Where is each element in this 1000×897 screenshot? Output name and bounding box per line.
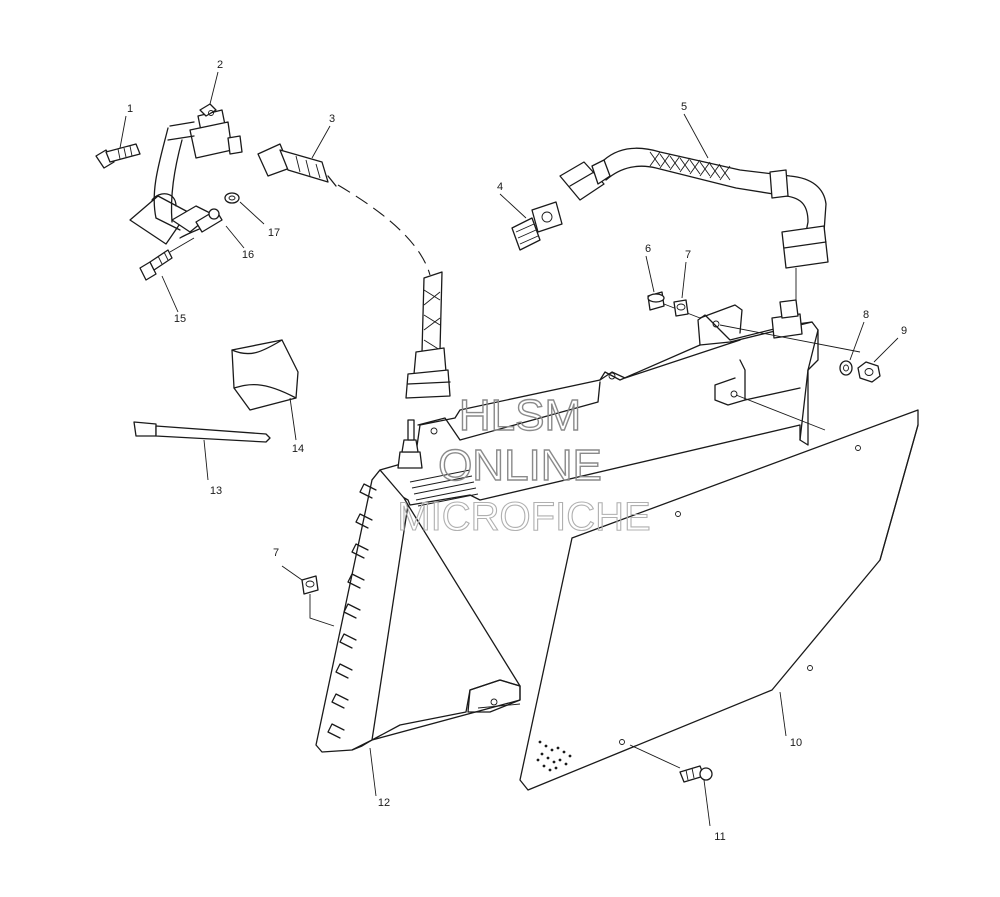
- bolt-part-1: [95, 143, 141, 169]
- callout-13: 13: [210, 485, 222, 497]
- grommet-part-6: [647, 291, 665, 311]
- washer-part-8: [839, 360, 853, 376]
- braided-hose-part-5: [559, 147, 829, 269]
- watermark-line-3: MICROFICHE: [397, 495, 650, 539]
- callout-3: 3: [329, 113, 335, 125]
- callout-6: 6: [645, 243, 651, 255]
- watermark: HLSM ONLINE MICROFICHE: [397, 390, 651, 539]
- callout-4: 4: [497, 181, 503, 193]
- callout-leaders: [119, 71, 899, 827]
- hose-dash-line: [337, 184, 431, 276]
- bolt-part-15: [139, 249, 173, 281]
- callout-14: 14: [292, 443, 304, 455]
- hose-lower-section: [405, 271, 451, 399]
- callout-7-lower: 7: [273, 547, 279, 559]
- callout-7-top: 7: [685, 249, 691, 261]
- callout-2: 2: [217, 59, 223, 71]
- callout-12: 12: [378, 797, 390, 809]
- callout-17: 17: [268, 227, 280, 239]
- radiator-fins: [327, 483, 377, 739]
- decal-dots: [536, 740, 572, 772]
- callout-9: 9: [901, 325, 907, 337]
- callout-numbers: 1 2 3 4 5 6 7 8 9 10 11 12 13 14 15 16 1…: [127, 59, 907, 843]
- watermark-line-1: HLSM: [459, 391, 581, 440]
- pad-part-14: [231, 339, 299, 411]
- callout-11: 11: [714, 831, 725, 843]
- radiator-part-12: [315, 299, 819, 753]
- bracket-assembly-part-2: [129, 103, 243, 245]
- watermark-line-2: ONLINE: [438, 441, 602, 490]
- screen-panel-part-10: [519, 409, 919, 791]
- nut-part-7-lower: [301, 575, 319, 595]
- callout-15: 15: [174, 313, 186, 325]
- callout-10: 10: [790, 737, 802, 749]
- nut-part-17: [224, 192, 240, 204]
- callout-1: 1: [127, 103, 133, 115]
- callout-8: 8: [863, 309, 869, 321]
- cable-tie-part-13: [133, 421, 271, 443]
- callout-16: 16: [242, 249, 254, 261]
- screw-part-11: [679, 765, 713, 783]
- nut-part-7-top: [673, 299, 689, 317]
- adapter-part-4: [511, 201, 563, 251]
- callout-5: 5: [681, 101, 687, 113]
- hex-nut-part-9: [857, 361, 881, 383]
- clamp-part-16: [195, 208, 223, 233]
- hose-fitting-part-3: [257, 143, 337, 187]
